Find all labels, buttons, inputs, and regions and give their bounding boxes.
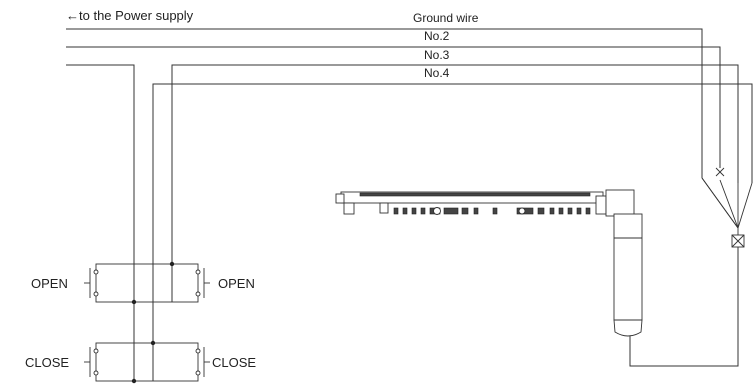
power-supply-label: ←to the Power supply — [66, 8, 194, 23]
wire-no2 — [66, 46, 739, 229]
wire-no4 — [152, 83, 753, 343]
close-switch-block — [84, 340, 210, 384]
wire-no3-label: No.3 — [424, 48, 450, 62]
open-switch-block — [84, 261, 210, 305]
ground-wire-label: Ground wire — [413, 11, 479, 25]
open-right-label: OPEN — [218, 276, 255, 291]
bundle-lines — [701, 177, 739, 229]
connector-box — [629, 228, 745, 367]
wire-no4-label: No.4 — [424, 66, 450, 80]
curtain-rail-motor-icon — [335, 189, 643, 337]
wire-no2-label: No.2 — [424, 29, 450, 43]
close-right-label: CLOSE — [212, 355, 256, 370]
close-left-label: CLOSE — [25, 355, 69, 370]
wire-no3 — [171, 64, 739, 264]
common-wire — [66, 64, 135, 381]
open-left-label: OPEN — [31, 276, 68, 291]
